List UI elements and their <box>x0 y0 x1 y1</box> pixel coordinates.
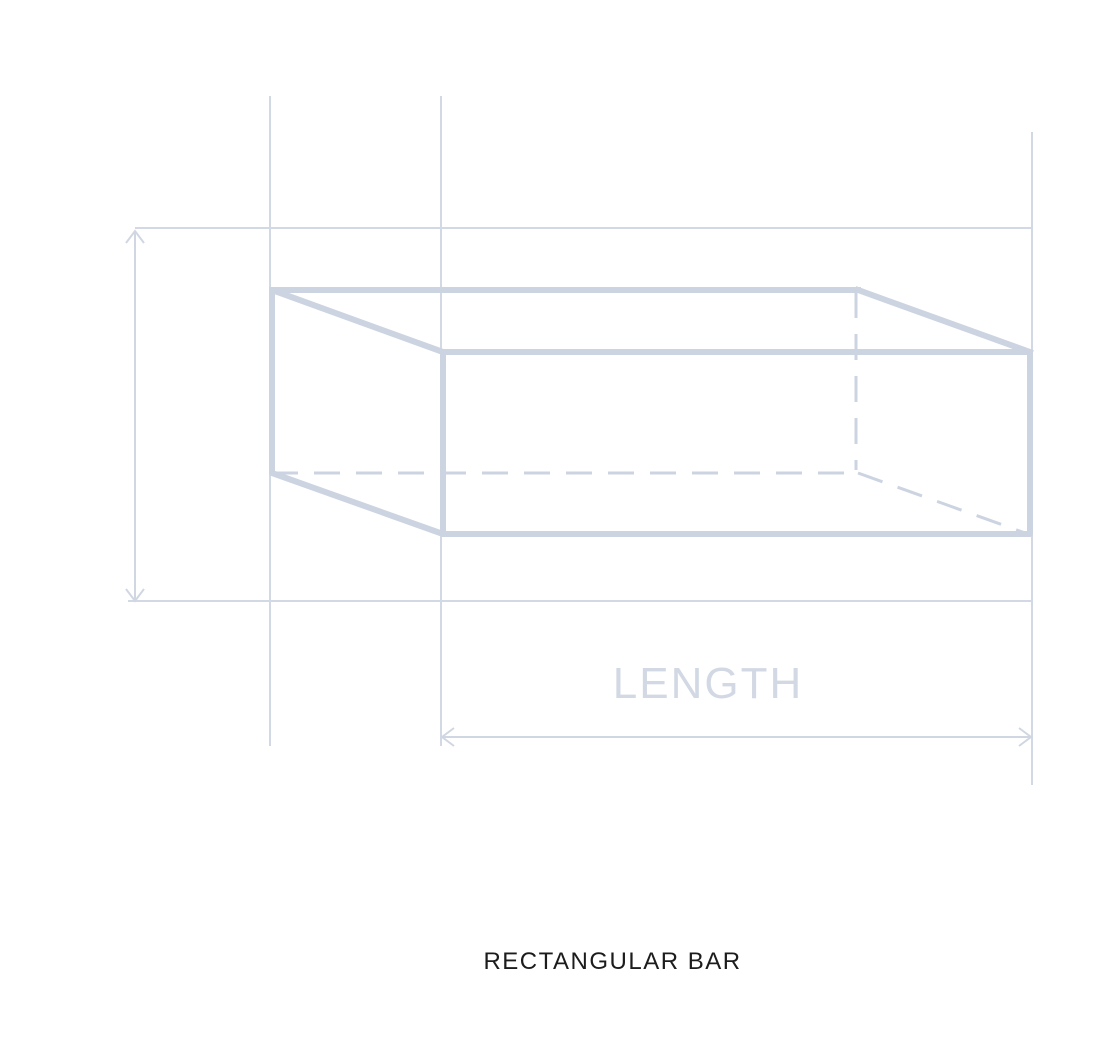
length-label: LENGTH <box>613 659 803 708</box>
diagram-caption: RECTANGULAR BAR <box>483 948 742 975</box>
bar-top-right-diagonal-edge <box>854 286 1034 356</box>
length-dimension-arrow <box>440 727 1033 747</box>
bar-left-face <box>269 287 446 537</box>
hidden-edge-bottom-diagonal <box>857 471 1029 536</box>
height-dimension-arrow <box>125 229 145 603</box>
bar-front-face <box>440 349 1033 537</box>
